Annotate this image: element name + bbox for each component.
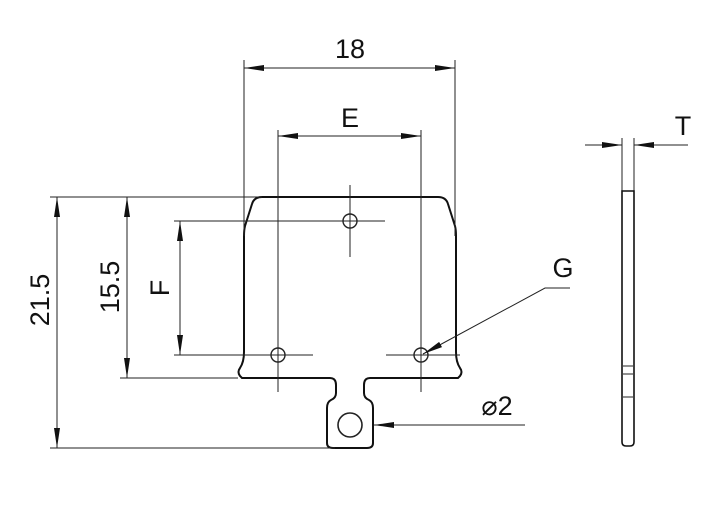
side-view xyxy=(621,138,635,447)
dim-21-5-label: 21.5 xyxy=(25,274,55,327)
dim-e-label: E xyxy=(341,103,359,133)
tab-hole xyxy=(337,412,363,438)
dim-t-label: T xyxy=(675,111,692,141)
diameter-label: ⌀2 xyxy=(481,391,512,421)
callout-g-label: G xyxy=(552,253,573,283)
dim-15-5-label: 15.5 xyxy=(95,261,125,314)
part-outline xyxy=(237,196,463,449)
leader-g xyxy=(422,287,570,355)
dim-f-label: F xyxy=(145,280,175,297)
dim-18-label: 18 xyxy=(335,34,365,64)
extension-lines xyxy=(50,60,460,449)
